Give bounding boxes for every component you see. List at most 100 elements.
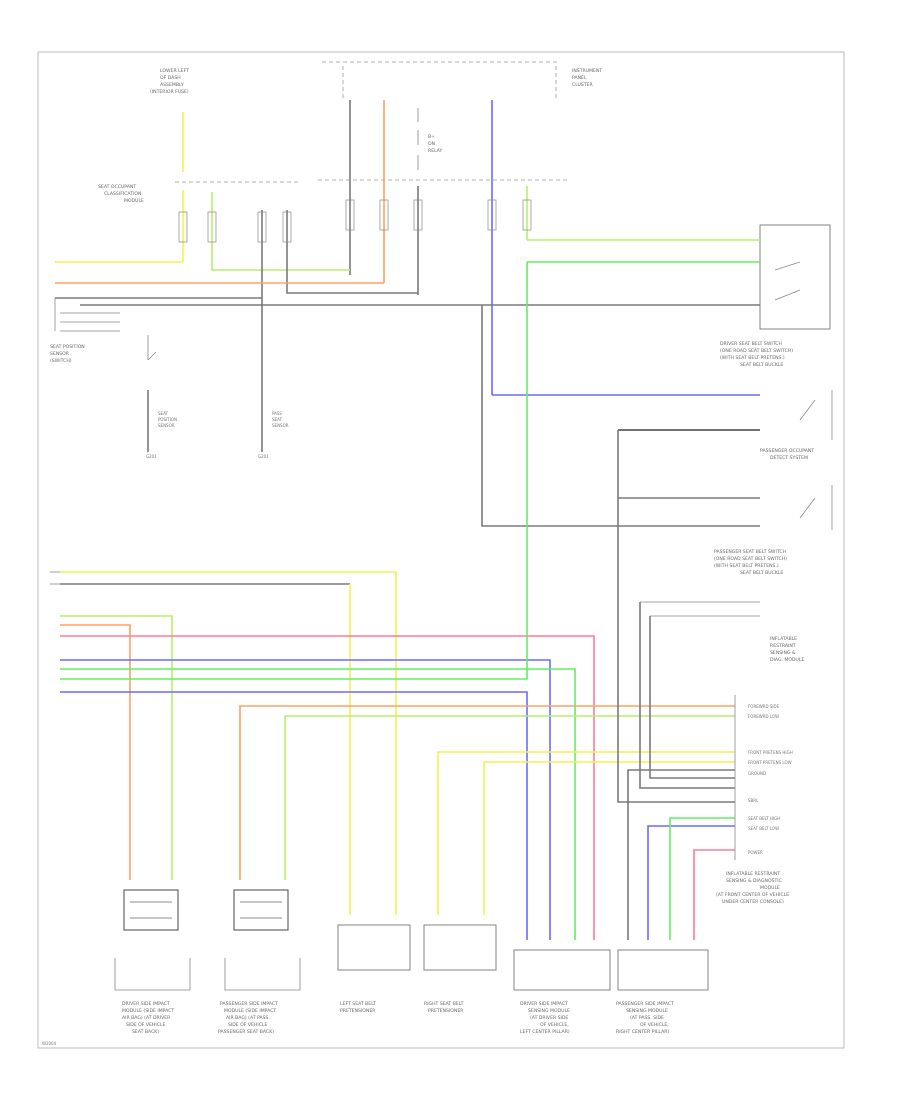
svg-text:MODULE: MODULE: [124, 198, 144, 204]
svg-text:FRONT PRETENS HIGH: FRONT PRETENS HIGH: [748, 750, 793, 755]
right-seat-belt-pretensioner: [423, 924, 497, 971]
svg-text:SEAT BELT LOW: SEAT BELT LOW: [748, 826, 779, 831]
svg-text:SIDE OF VEHICLE: SIDE OF VEHICLE: [126, 1022, 166, 1028]
svg-text:DRIVER SIDE IMPACT: DRIVER SIDE IMPACT: [122, 1001, 170, 1007]
svg-text:MODULE (SIDE IMPACT: MODULE (SIDE IMPACT: [122, 1008, 174, 1014]
svg-text:(WITH SEAT BELT PRETENS.): (WITH SEAT BELT PRETENS.): [720, 355, 785, 361]
wire-blue-bundle-2: [60, 691, 528, 940]
svg-text:SENSING MODULE: SENSING MODULE: [528, 1008, 570, 1014]
svg-text:B+: B+: [428, 134, 435, 140]
svg-text:PASSENGER OCCUPANT: PASSENGER OCCUPANT: [760, 448, 814, 454]
svg-text:(ONE ROAD SEAT BELT SWITCH): (ONE ROAD SEAT BELT SWITCH): [720, 348, 793, 354]
svg-text:LEFT SEAT BELT: LEFT SEAT BELT: [340, 1001, 376, 1007]
bottom-label-6: PASSENGER SIDE IMPACT SENSING MODULE (AT…: [616, 1001, 674, 1035]
wire-gray-sdm-3: [649, 616, 735, 779]
svg-text:PASS: PASS: [272, 411, 282, 416]
bottom-label-2: PASSENGER SIDE IMPACT MODULE (SIDE IMPAC…: [218, 1001, 278, 1035]
svg-text:SIDE OF VEHICLE: SIDE OF VEHICLE: [228, 1022, 268, 1028]
wire-gray-switch3-low: [481, 305, 760, 527]
module-switch-arm: [147, 351, 157, 361]
svg-text:(SWITCH): (SWITCH): [50, 358, 72, 364]
svg-text:INFLATABLE RESTRAINT: INFLATABLE RESTRAINT: [726, 871, 780, 877]
passenger-side-impact-module: [224, 889, 301, 991]
svg-text:PASSENGER SEAT BACK): PASSENGER SEAT BACK): [218, 1029, 274, 1035]
top-mid-label: B+ ON RELAY: [428, 134, 443, 154]
svg-text:SENSING &: SENSING &: [770, 650, 796, 656]
svg-text:PRETENSIONER: PRETENSIONER: [428, 1008, 464, 1014]
left-module-label: SEAT POSITION SENSOR (SWITCH): [50, 344, 85, 364]
svg-text:PASSENGER SEAT BELT SWITCH: PASSENGER SEAT BELT SWITCH: [714, 549, 786, 555]
svg-text:SEAT POSITION: SEAT POSITION: [50, 344, 85, 350]
footer-code: W2004: [42, 1041, 57, 1046]
svg-text:LOWER LEFT: LOWER LEFT: [160, 68, 189, 74]
svg-text:SEAT: SEAT: [272, 417, 282, 422]
top-left-device-label: LOWER LEFT OF DASH ASSEMBLY (INTERIOR FU…: [150, 68, 189, 95]
svg-text:SEAT BELT HIGH: SEAT BELT HIGH: [748, 816, 780, 821]
svg-text:SBRL: SBRL: [748, 798, 759, 803]
svg-text:OF VEHICLE,: OF VEHICLE,: [640, 1022, 669, 1028]
svg-text:INSTRUMENT: INSTRUMENT: [572, 68, 602, 74]
svg-text:PANEL: PANEL: [572, 75, 587, 81]
svg-text:RIGHT CENTER PILLAR): RIGHT CENTER PILLAR): [616, 1029, 669, 1035]
svg-text:MODULE: MODULE: [760, 885, 780, 891]
svg-text:AIR BAG) (AT PASS.: AIR BAG) (AT PASS.: [226, 1015, 270, 1021]
wire-orange-to-sdm: [239, 705, 735, 880]
connector-pins-top: [178, 199, 532, 243]
svg-text:ON: ON: [428, 141, 435, 147]
svg-text:PASSENGER SIDE IMPACT: PASSENGER SIDE IMPACT: [220, 1001, 278, 1007]
wire-yellow-long: [60, 571, 397, 915]
svg-text:G201: G201: [258, 454, 269, 459]
svg-text:FOREWRD SIDE: FOREWRD SIDE: [748, 704, 780, 709]
bottom-label-5: DRIVER SIDE IMPACT SENSING MODULE (AT DR…: [520, 1001, 570, 1035]
wire-green-sdm: [669, 817, 735, 940]
svg-text:(AT DRIVER SIDE: (AT DRIVER SIDE: [530, 1015, 568, 1021]
wire-blue-bundle: [60, 659, 551, 940]
diagram-frame: [37, 51, 845, 1049]
svg-text:PASSENGER SIDE IMPACT: PASSENGER SIDE IMPACT: [616, 1001, 674, 1007]
svg-text:ASSEMBLY: ASSEMBLY: [160, 82, 184, 88]
svg-text:SEAT: SEAT: [158, 411, 168, 416]
driver-seat-belt-switch: [759, 224, 831, 330]
wire-green-bundle-2: [60, 262, 528, 680]
svg-text:DIAG. MODULE: DIAG. MODULE: [770, 657, 804, 663]
right-switch-3-label: PASSENGER SEAT BELT SWITCH (ONE ROAD SEA…: [714, 549, 787, 576]
bottom-label-4: RIGHT SEAT BELT PRETENSIONER: [424, 1001, 464, 1014]
wire-gray-connector: [286, 210, 418, 294]
wire-gray-sdm-1: [617, 430, 735, 803]
svg-text:SENSING & DIAGNOSTIC: SENSING & DIAGNOSTIC: [726, 878, 782, 884]
switch-2-arm: [799, 399, 816, 421]
svg-text:RIGHT SEAT BELT: RIGHT SEAT BELT: [424, 1001, 464, 1007]
wire-gray-sdm-2: [639, 602, 735, 789]
bottom-label-1: DRIVER SIDE IMPACT MODULE (SIDE IMPACT A…: [122, 1001, 174, 1035]
svg-text:(AT PASS. SIDE: (AT PASS. SIDE: [630, 1015, 664, 1021]
svg-text:(WITH SEAT BELT PRETENS.): (WITH SEAT BELT PRETENS.): [714, 563, 779, 569]
svg-text:LEFT CENTER PILLAR): LEFT CENTER PILLAR): [520, 1029, 570, 1035]
svg-text:DRIVER SEAT BELT SWITCH: DRIVER SEAT BELT SWITCH: [720, 341, 782, 347]
svg-text:OF DASH: OF DASH: [160, 75, 181, 81]
svg-text:RELAY: RELAY: [428, 148, 443, 154]
svg-text:DETECT SYSTEM: DETECT SYSTEM: [770, 455, 808, 461]
sdm-bottom-label: INFLATABLE RESTRAINT SENSING & DIAGNOSTI…: [716, 871, 789, 905]
wire-orange-side: [60, 624, 131, 880]
seat-occupant-module-label: SEAT OCCUPANT CLASSIFICATION MODULE: [98, 184, 144, 204]
left-seat-belt-pretensioner: [337, 924, 411, 971]
wire-lightgreen-side: [60, 615, 173, 880]
svg-text:(AT FRONT CENTER OF VEHICLE: (AT FRONT CENTER OF VEHICLE: [716, 892, 789, 898]
svg-text:SEAT BELT BUCKLE: SEAT BELT BUCKLE: [740, 362, 783, 368]
svg-text:G201: G201: [146, 454, 157, 459]
svg-text:PRETENSIONER: PRETENSIONER: [340, 1008, 376, 1014]
svg-text:GROUND: GROUND: [748, 771, 766, 776]
bottom-label-3: LEFT SEAT BELT PRETENSIONER: [340, 1001, 376, 1014]
svg-text:CLUSTER: CLUSTER: [572, 82, 594, 88]
top-right-device-label: INSTRUMENT PANEL CLUSTER: [572, 68, 602, 88]
svg-text:SEAT OCCUPANT: SEAT OCCUPANT: [98, 184, 136, 190]
svg-text:(INTERIOR FUSE): (INTERIOR FUSE): [150, 89, 189, 95]
wire-blue-sdm: [647, 825, 735, 940]
svg-text:POSITION: POSITION: [158, 417, 177, 422]
switch-1-arm-2: [774, 289, 801, 301]
sdm-pin-labels: FOREWRD SIDE FOREWRD LOW FRONT PRETENS H…: [748, 704, 793, 855]
driver-side-impact-module: [114, 889, 191, 991]
driver-side-impact-sensing-module: [513, 949, 611, 991]
wire-gray-sdm-4: [627, 769, 735, 940]
